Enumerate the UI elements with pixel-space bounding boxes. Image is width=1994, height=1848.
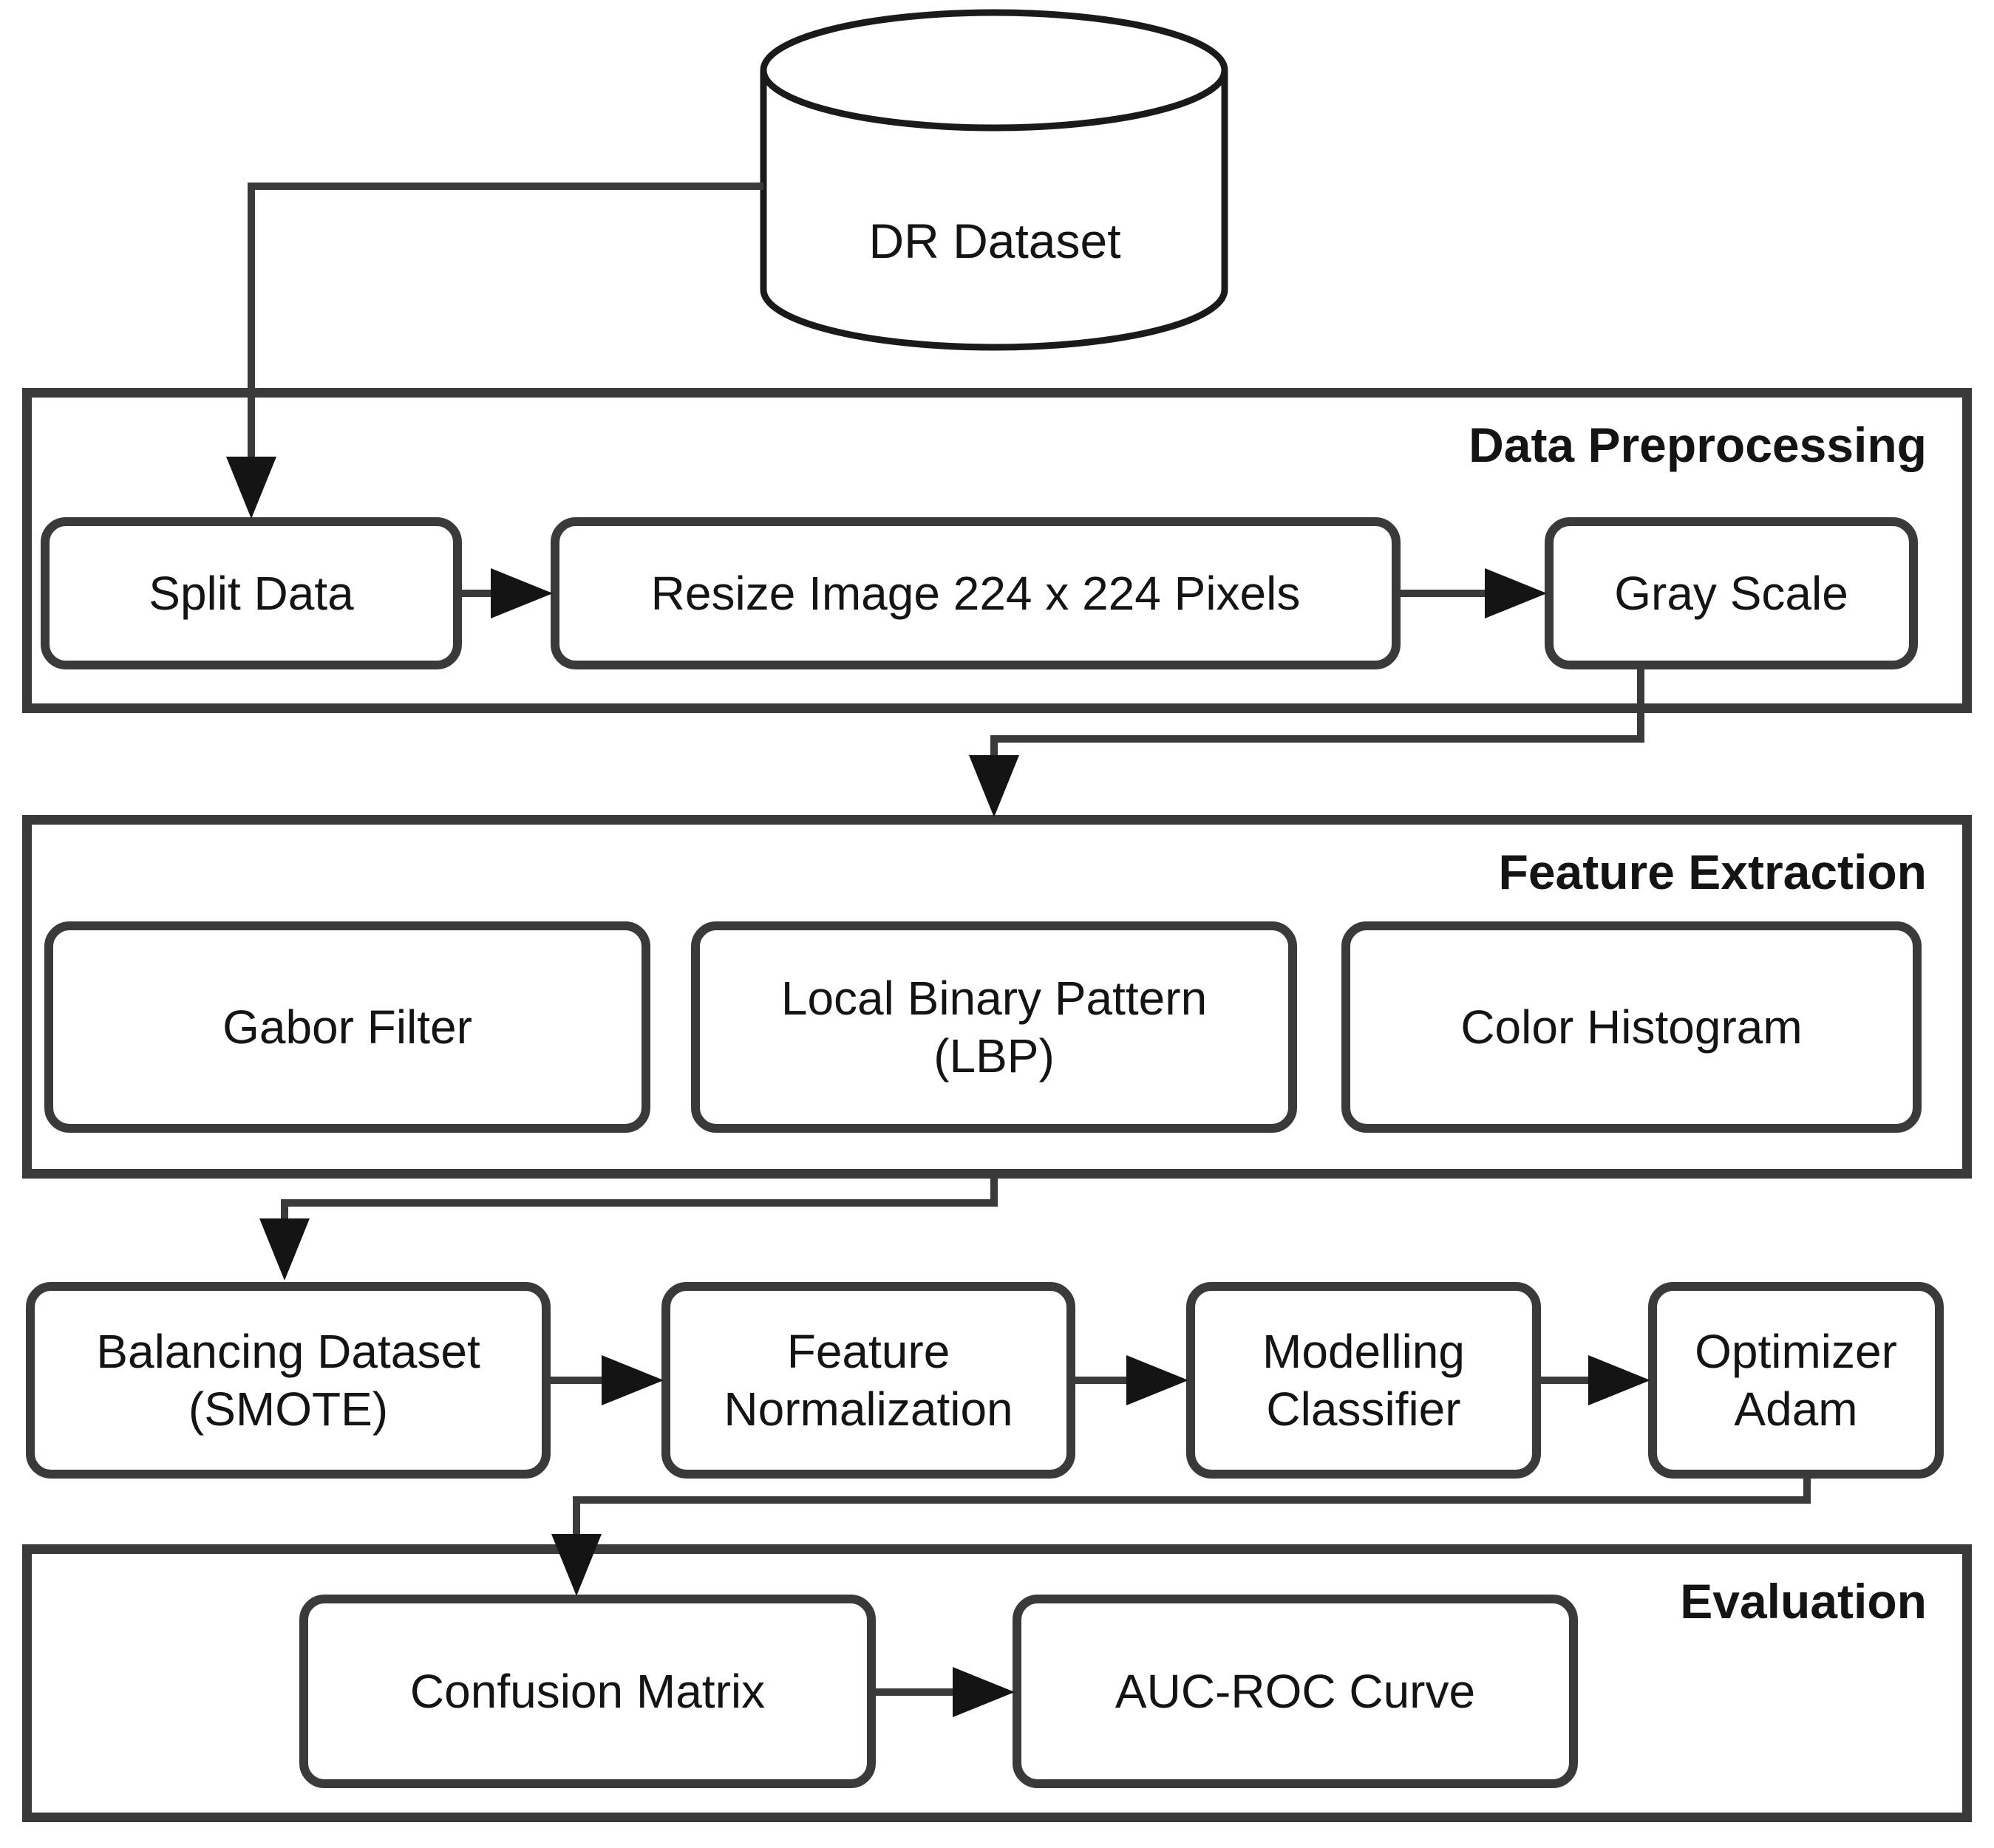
box-gray-scale: Gray Scale [1545,517,1918,669]
connector-optimizer-to-evaluation [573,1476,1811,1538]
box-feature-normalization: Feature Normalization [661,1282,1075,1479]
box-auc-roc-curve: AUC-ROC Curve [1013,1595,1578,1788]
box-split-data: Split Data [41,517,462,669]
cylinder-body [760,70,1228,351]
connector-feature-extraction-to-balancing [281,1173,998,1223]
box-local-binary-pattern: Local Binary Pattern (LBP) [691,921,1297,1133]
box-confusion-matrix: Confusion Matrix [299,1595,876,1788]
box-optimizer-adam: Optimizer Adam [1648,1282,1944,1479]
box-color-histogram: Color Histogram [1341,921,1922,1133]
arrowhead-down-icon [969,755,1019,817]
arrowhead-right-icon [1588,1355,1650,1405]
section-title-feature-extraction: Feature Extraction [1498,845,1927,899]
box-gabor-filter: Gabor Filter [44,921,650,1133]
cylinder-top [760,9,1228,132]
box-resize-image: Resize Image 224 x 224 Pixels [551,517,1401,669]
section-title-evaluation: Evaluation [1680,1574,1927,1629]
section-title-data-preprocessing: Data Preprocessing [1469,417,1927,472]
arrowhead-down-icon [259,1218,310,1281]
database-cylinder-icon [760,9,1228,351]
arrowhead-right-icon [1126,1355,1188,1405]
dr-dataset-label: DR Dataset [868,214,1121,268]
box-balancing-smote: Balancing Dataset (SMOTE) [26,1282,551,1479]
arrowhead-right-icon [602,1355,664,1405]
box-modelling-classifier: Modelling Classifier [1186,1282,1541,1479]
